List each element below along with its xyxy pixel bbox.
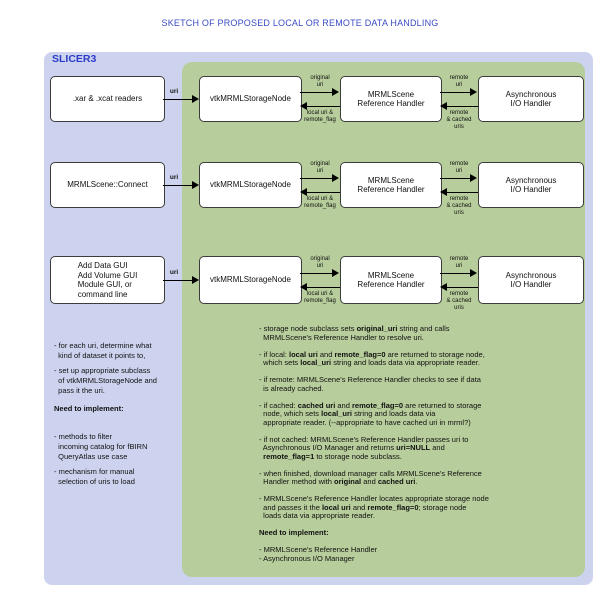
io-handler-label: Asynchronous I/O Handler — [505, 89, 557, 109]
remote-uri-arrow-head — [470, 269, 477, 277]
remote-uri-label: remote uri — [449, 75, 469, 88]
right-notes: - storage node subclass sets original_ur… — [259, 324, 569, 572]
reference-handler-box: MRMLScene Reference Handler — [340, 256, 442, 304]
original-uri-arrow-head — [332, 88, 339, 96]
note-item: - methods to filter incoming catalog for… — [54, 432, 148, 461]
local-uri-arrow-head — [300, 102, 307, 110]
remote-uri-label: remote uri — [449, 256, 469, 269]
cached-uris-arrow-head — [440, 102, 447, 110]
storage-node-label: vtkMRMLStorageNode — [210, 180, 291, 190]
uri-arrow-label: uri — [169, 269, 179, 276]
uri-arrow-head — [192, 276, 199, 284]
source-box-readers: .xar & .xcat readers — [50, 76, 165, 122]
original-uri-label: original uri — [310, 75, 330, 88]
source-box-connect-label: MRMLScene::Connect — [67, 180, 148, 190]
left-notes: - for each uri, determine what kind of d… — [54, 341, 189, 492]
reference-handler-label: MRMLScene Reference Handler — [357, 270, 425, 290]
local-uri-arrow-line — [307, 286, 340, 288]
note-item: - storage node subclass sets original_ur… — [259, 324, 450, 342]
io-handler-box: Asynchronous I/O Handler — [478, 162, 584, 208]
io-handler-box: Asynchronous I/O Handler — [478, 256, 584, 304]
cached-uris-label: remote & cached uris — [446, 291, 472, 311]
storage-node-label: vtkMRMLStorageNode — [210, 275, 291, 285]
remote-uri-arrow-line — [440, 91, 471, 93]
storage-node-box: vtkMRMLStorageNode — [199, 76, 302, 122]
remote-uri-arrow-head — [470, 88, 477, 96]
note-item: - MRMLScene's Reference Handler - Asynch… — [259, 545, 378, 563]
note-item: - mechanism for manual selection of uris… — [54, 467, 135, 486]
uri-arrow-label: uri — [169, 88, 179, 95]
original-uri-arrow-head — [332, 269, 339, 277]
remote-uri-arrow-line — [440, 272, 471, 274]
cached-uris-arrow-line — [447, 191, 478, 193]
storage-node-box: vtkMRMLStorageNode — [199, 162, 302, 208]
flow-row-gui-commandline: Add Data GUI Add Volume GUI Module GUI, … — [0, 256, 600, 311]
original-uri-arrow-line — [300, 91, 333, 93]
local-uri-arrow-line — [307, 191, 340, 193]
note-item: Need to implement: — [259, 528, 329, 537]
cached-uris-arrow-line — [447, 286, 478, 288]
source-box-gui-label: Add Data GUI Add Volume GUI Module GUI, … — [77, 261, 138, 299]
reference-handler-label: MRMLScene Reference Handler — [357, 89, 425, 109]
original-uri-label: original uri — [310, 256, 330, 269]
io-handler-box: Asynchronous I/O Handler — [478, 76, 584, 122]
uri-arrow-line — [163, 98, 192, 100]
slicer3-label: SLICER3 — [52, 53, 97, 65]
note-item: - set up appropriate subclass of vtkMRML… — [54, 366, 157, 395]
flow-row-xar-xcat: .xar & .xcat readers uri vtkMRMLStorageN… — [0, 75, 600, 130]
original-uri-arrow-line — [300, 177, 333, 179]
flow-row-mrmlscene-connect: MRMLScene::Connect uri vtkMRMLStorageNod… — [0, 161, 600, 216]
note-item: - MRMLScene's Reference Handler locates … — [259, 494, 489, 520]
io-handler-label: Asynchronous I/O Handler — [505, 270, 557, 290]
local-uri-label: local uri & remote_flag — [304, 291, 336, 304]
uri-arrow-label: uri — [169, 174, 179, 181]
source-box-readers-label: .xar & .xcat readers — [72, 94, 143, 104]
local-uri-label: local uri & remote_flag — [304, 110, 336, 123]
remote-uri-arrow-line — [440, 177, 471, 179]
note-item: - when finished, download manager calls … — [259, 468, 482, 486]
storage-node-box: vtkMRMLStorageNode — [199, 256, 302, 304]
remote-uri-label: remote uri — [449, 161, 469, 174]
note-item: - if local: local uri and remote_flag=0 … — [259, 349, 485, 367]
note-item: - if cached: cached uri and remote_flag=… — [259, 400, 482, 427]
original-uri-label: original uri — [310, 161, 330, 174]
cached-uris-label: remote & cached uris — [446, 196, 472, 216]
reference-handler-box: MRMLScene Reference Handler — [340, 76, 442, 122]
cached-uris-arrow-line — [447, 105, 478, 107]
reference-handler-box: MRMLScene Reference Handler — [340, 162, 442, 208]
local-uri-label: local uri & remote_flag — [304, 196, 336, 209]
local-uri-arrow-head — [300, 283, 307, 291]
reference-handler-label: MRMLScene Reference Handler — [357, 175, 425, 195]
local-uri-arrow-head — [300, 188, 307, 196]
io-handler-label: Asynchronous I/O Handler — [505, 175, 557, 195]
remote-uri-arrow-head — [470, 174, 477, 182]
cached-uris-arrow-head — [440, 188, 447, 196]
storage-node-label: vtkMRMLStorageNode — [210, 94, 291, 104]
uri-arrow-line — [163, 184, 192, 186]
original-uri-arrow-head — [332, 174, 339, 182]
data-handling-panel — [182, 62, 585, 577]
uri-arrow-head — [192, 95, 199, 103]
source-box-connect: MRMLScene::Connect — [50, 162, 165, 208]
uri-arrow-head — [192, 181, 199, 189]
note-item: - if not cached: MRMLScene's Reference H… — [259, 434, 469, 461]
local-uri-arrow-line — [307, 105, 340, 107]
note-item: - for each uri, determine what kind of d… — [54, 341, 152, 360]
uri-arrow-line — [163, 279, 192, 281]
note-item: Need to implement: — [54, 404, 124, 413]
cached-uris-arrow-head — [440, 283, 447, 291]
page-title: SKETCH OF PROPOSED LOCAL OR REMOTE DATA … — [161, 18, 439, 28]
original-uri-arrow-line — [300, 272, 333, 274]
source-box-gui: Add Data GUI Add Volume GUI Module GUI, … — [50, 256, 165, 304]
note-item: - if remote: MRMLScene's Reference Handl… — [259, 375, 481, 393]
cached-uris-label: remote & cached uris — [446, 110, 472, 130]
